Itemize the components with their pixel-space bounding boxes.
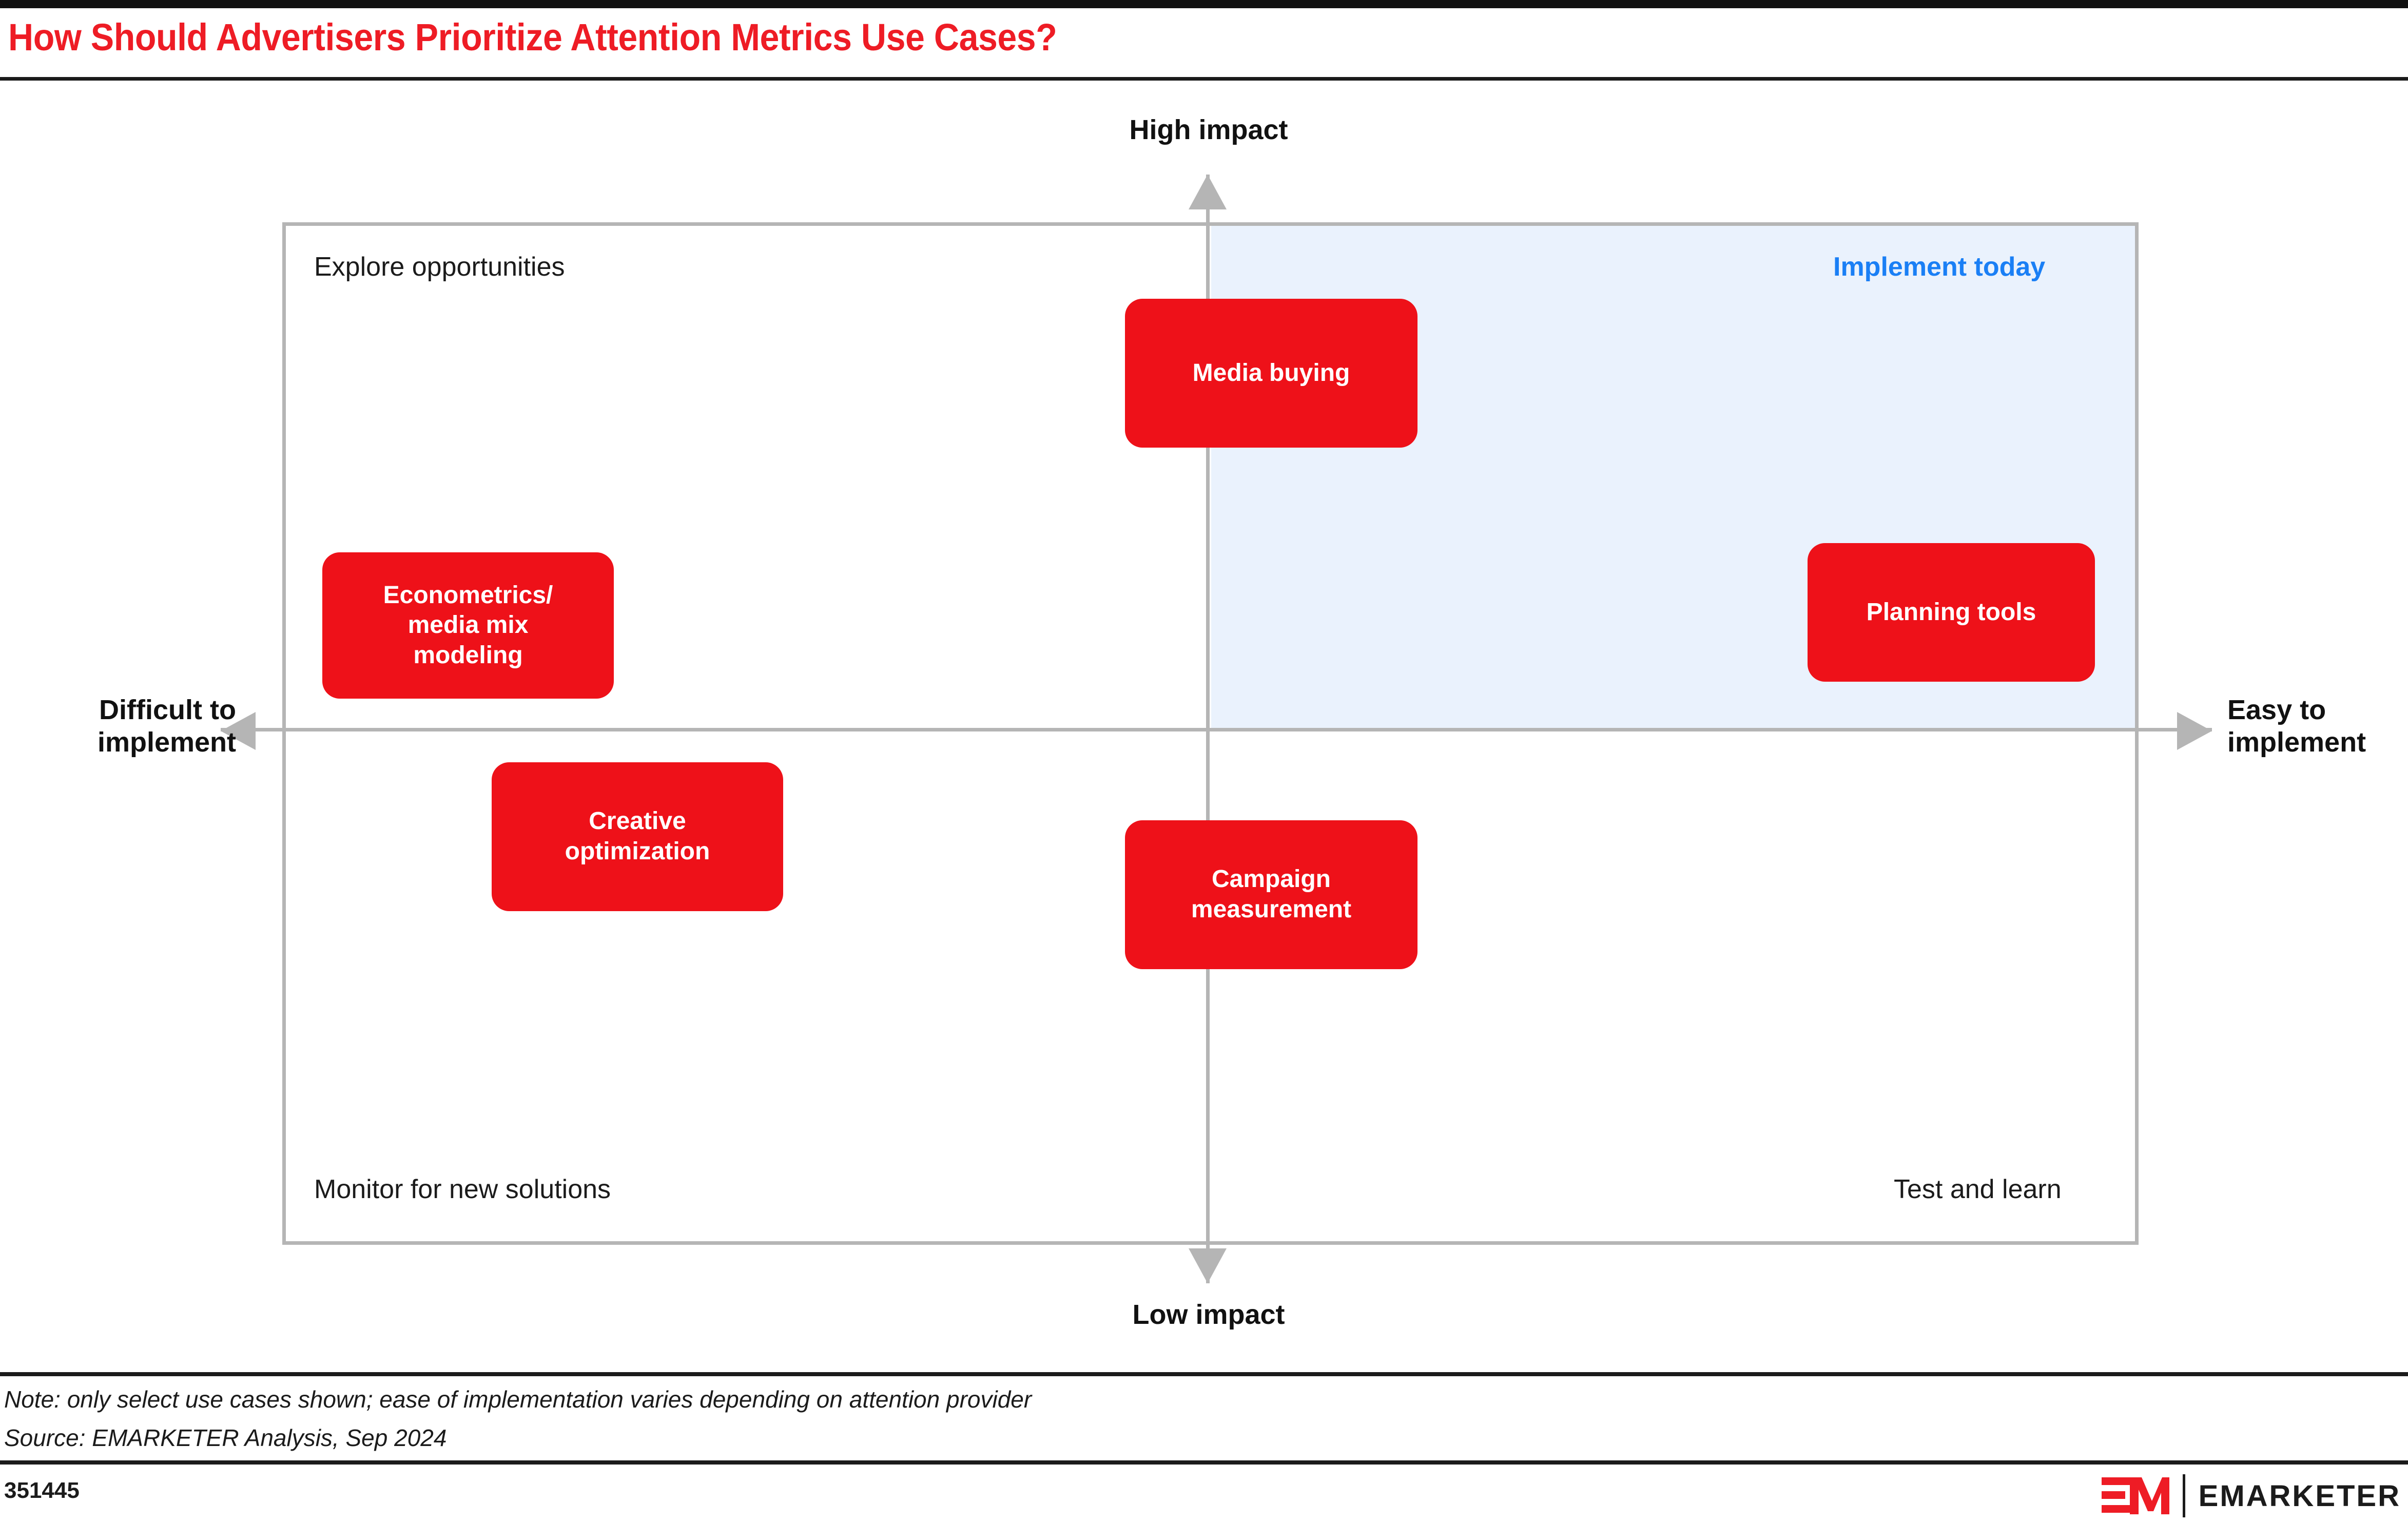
brand-name: EMARKETER	[2198, 1479, 2401, 1513]
logo-divider	[2182, 1474, 2185, 1517]
arrow-down-icon	[1189, 1248, 1227, 1283]
title-divider	[0, 77, 2408, 81]
footer-divider	[0, 1372, 2408, 1376]
use-case-box-econometrics-media-mix-modeling[interactable]: Econometrics/ media mix modeling	[322, 552, 614, 699]
quadrant-label-test-and-learn: Test and learn	[1894, 1174, 2062, 1204]
arrow-right-icon	[2177, 712, 2212, 750]
emarketer-logo: EMARKETER	[2101, 1474, 2401, 1517]
page-title: How Should Advertisers Prioritize Attent…	[8, 16, 1057, 59]
em-monogram-icon	[2101, 1477, 2169, 1514]
axis-label-easy-to-implement: Easy to implement	[2227, 695, 2366, 758]
y-axis-line	[1206, 175, 1210, 1283]
chart-id: 351445	[4, 1478, 80, 1503]
use-case-box-media-buying[interactable]: Media buying	[1125, 299, 1417, 448]
footer-note: Note: only select use cases shown; ease …	[4, 1386, 1032, 1413]
top-divider	[0, 0, 2408, 8]
arrow-left-icon	[221, 712, 256, 750]
arrow-up-icon	[1189, 175, 1227, 209]
quadrant-label-monitor-for-new-solutions: Monitor for new solutions	[314, 1174, 611, 1204]
axis-label-low-impact: Low impact	[1132, 1299, 1285, 1330]
x-axis-line	[221, 728, 2212, 731]
axis-label-difficult-to-implement: Difficult to implement	[97, 695, 236, 758]
use-case-box-planning-tools[interactable]: Planning tools	[1808, 543, 2095, 682]
quadrant-label-explore-opportunities: Explore opportunities	[314, 252, 565, 282]
footer-divider-bottom	[0, 1460, 2408, 1465]
axis-label-high-impact: High impact	[1129, 114, 1288, 145]
quadrant-label-implement-today: Implement today	[1833, 252, 2046, 282]
use-case-box-campaign-measurement[interactable]: Campaign measurement	[1125, 820, 1417, 969]
use-case-box-creative-optimization[interactable]: Creative optimization	[492, 762, 783, 911]
footer-source: Source: EMARKETER Analysis, Sep 2024	[4, 1424, 447, 1451]
